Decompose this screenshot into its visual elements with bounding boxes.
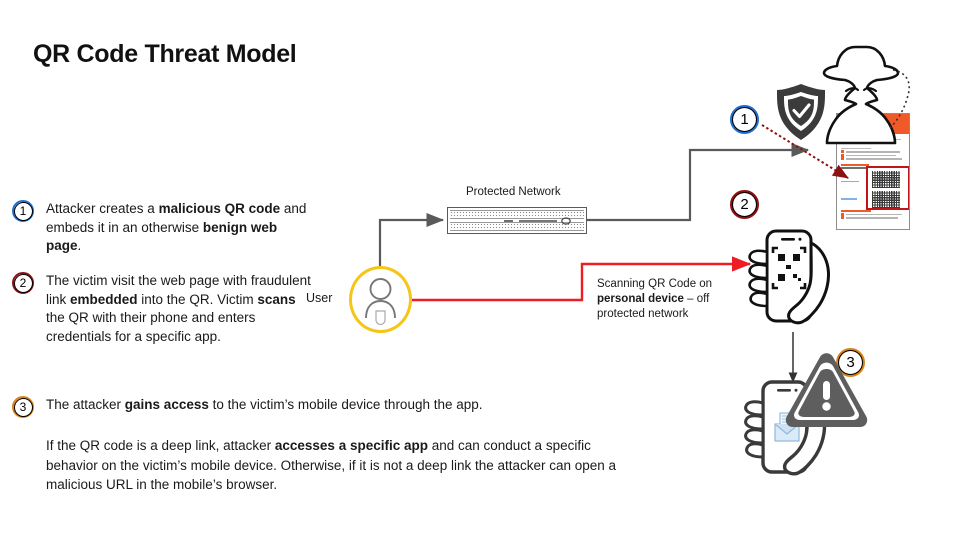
webpage-heading-line [841, 163, 869, 166]
user-avatar [349, 266, 412, 333]
page-title: QR Code Threat Model [33, 40, 297, 68]
marker-3-number: 3 [838, 350, 863, 375]
marker-1-badge: 1 [730, 105, 759, 134]
webpage-text-line [841, 141, 893, 144]
webpage-heading-line [841, 209, 871, 212]
step-1-number: 1 [13, 201, 33, 221]
qr-highlight-box [866, 166, 909, 210]
webpage-link-line [841, 180, 859, 183]
webpage-bullet [841, 153, 896, 157]
webpage-bullet [841, 150, 900, 153]
webpage-text-line [841, 135, 887, 138]
hand-phone-mail-icon [744, 380, 827, 476]
webpage-mock-icon [836, 113, 910, 230]
qr-code-image [872, 191, 900, 208]
webpage-text-line [841, 138, 901, 141]
legend-step-3: 3 The attacker gains access to the victi… [12, 396, 652, 418]
step-2-number: 2 [13, 273, 33, 293]
closing-paragraph: If the QR code is a deep link, attacker … [46, 438, 617, 492]
step-2-badge: 2 [12, 272, 34, 294]
qr-code-image [872, 171, 900, 188]
marker-2-number: 2 [732, 192, 757, 217]
marker-1-number: 1 [732, 107, 757, 132]
flow-user-to-network [378, 212, 445, 266]
marker-2-badge: 2 [730, 190, 759, 219]
user-label: User [306, 291, 333, 305]
webpage-bullet [841, 212, 902, 216]
step-3-badge: 3 [12, 396, 34, 418]
step-3-number: 3 [13, 397, 33, 417]
scanning-note: Scanning QR Code on personal device – of… [597, 278, 713, 320]
webpage-bullet [841, 216, 898, 219]
marker-3-badge: 3 [836, 348, 865, 377]
webpage-bullet [841, 157, 902, 160]
step-1-text: Attacker creates a malicious QR code and… [46, 201, 307, 253]
firewall-band-bottom [450, 222, 584, 231]
step-2-text: The victim visit the web page with fraud… [46, 273, 311, 344]
envelope-icon [774, 412, 800, 442]
legend-step-1: 1 Attacker creates a malicious QR code a… [12, 200, 312, 256]
step-1-badge: 1 [12, 200, 34, 222]
webpage-header-bar [837, 114, 909, 134]
step-3-text: The attacker gains access to the victim’… [46, 397, 483, 412]
webpage-text-line [841, 147, 871, 150]
network-label: Protected Network [466, 186, 561, 198]
webpage-link-line [841, 198, 857, 200]
shield-check-icon [776, 84, 826, 140]
firewall-icon [447, 207, 587, 234]
firewall-band-top [450, 210, 584, 219]
hand-phone-qr-icon [748, 229, 830, 325]
legend-step-2: 2 The victim visit the web page with fra… [12, 272, 312, 346]
flow-network-to-webpage [587, 142, 810, 222]
